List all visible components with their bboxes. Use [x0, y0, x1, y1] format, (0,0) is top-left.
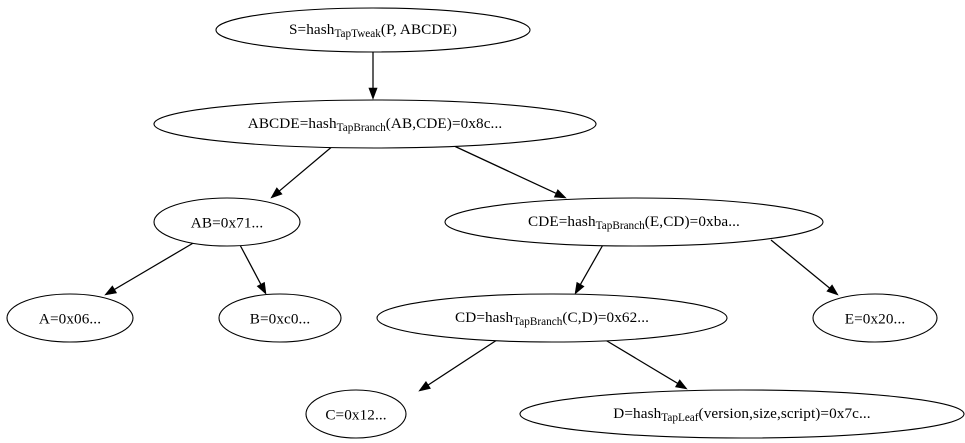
nodes-layer — [6, 7, 965, 439]
arrowhead-icon — [674, 379, 688, 390]
arrowhead-icon — [553, 189, 567, 199]
node-ellipse-ABCDE[interactable] — [153, 99, 597, 149]
edge-CD-C — [418, 337, 501, 392]
edge-line — [601, 337, 678, 384]
node-ellipse-C[interactable] — [305, 389, 407, 439]
edge-line — [770, 239, 830, 289]
node-ellipse-A[interactable] — [6, 293, 134, 343]
edge-line — [279, 144, 335, 192]
arrowhead-icon — [270, 187, 283, 199]
edge-AB-B — [239, 244, 267, 295]
node-ellipse-D[interactable] — [519, 389, 965, 439]
node-ellipse-CD[interactable] — [376, 293, 728, 343]
arrowhead-icon — [574, 281, 585, 295]
edge-ABCDE-CDE — [451, 144, 567, 199]
edge-S-ABCDE — [368, 52, 378, 100]
arrowhead-icon — [256, 281, 267, 295]
edge-AB-A — [104, 241, 196, 296]
node-ellipse-AB[interactable] — [153, 197, 301, 247]
edge-line — [427, 337, 501, 386]
edge-CDE-CD — [574, 242, 605, 295]
node-ellipse-E[interactable] — [812, 293, 938, 343]
edge-CDE-E — [770, 239, 839, 296]
arrowhead-icon — [826, 284, 839, 296]
arrowhead-icon — [418, 381, 431, 392]
node-ellipse-CDE[interactable] — [444, 197, 824, 247]
edge-ABCDE-AB — [270, 144, 335, 199]
edge-line — [579, 242, 605, 285]
edge-CD-D — [601, 337, 688, 390]
edges-layer — [104, 52, 839, 392]
node-ellipse-B[interactable] — [218, 293, 342, 343]
arrowhead-icon — [368, 87, 378, 100]
edge-line — [114, 241, 196, 290]
edge-line — [239, 244, 262, 285]
node-ellipse-S[interactable] — [215, 7, 531, 53]
edge-line — [451, 144, 557, 194]
arrowhead-icon — [104, 285, 118, 296]
